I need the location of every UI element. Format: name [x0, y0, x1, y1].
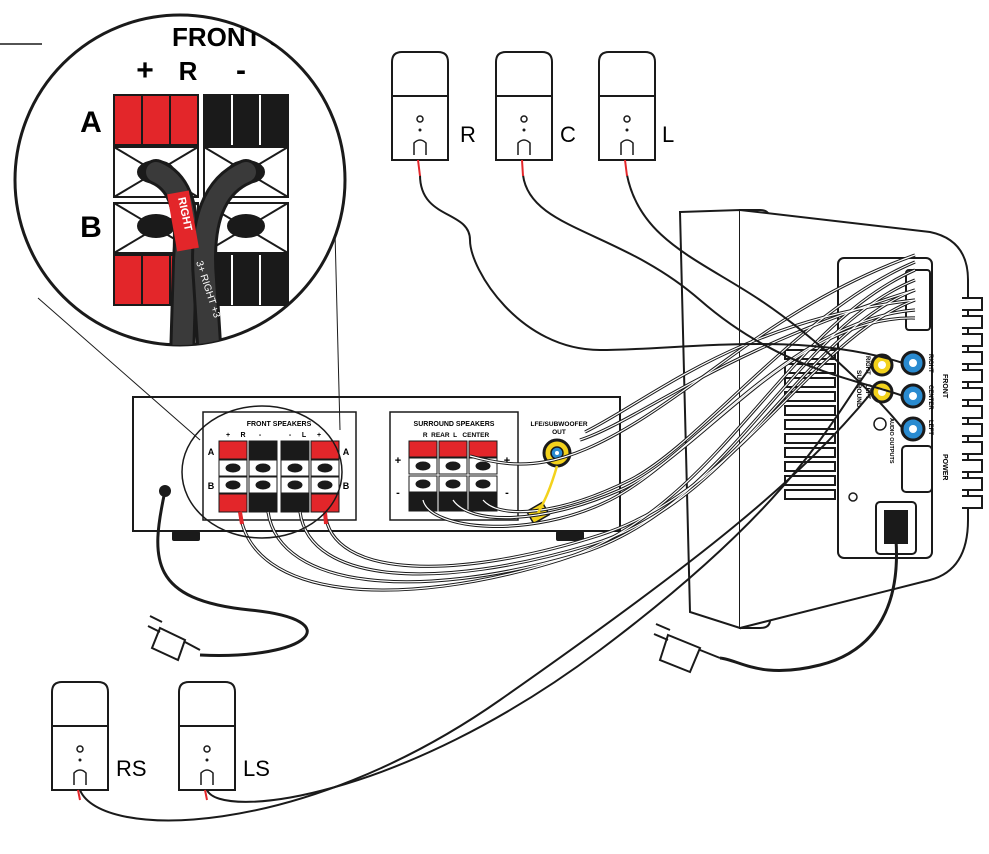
front-row-b-right: B	[343, 481, 350, 491]
rca-jack-front-left[interactable]	[900, 416, 926, 442]
surround-minus-right: -	[505, 487, 509, 499]
label-audio-outputs: AUDIO OUTPUTS	[888, 418, 894, 464]
speaker-center: C	[495, 51, 576, 177]
col-l: L	[302, 432, 307, 439]
col-plus-r: +	[226, 432, 230, 439]
speaker-label-c: C	[560, 122, 576, 147]
speaker-wires	[79, 174, 916, 822]
col-r: R	[240, 432, 245, 439]
magnifier-plus: +	[136, 54, 154, 87]
surround-plus-right: +	[504, 455, 510, 467]
front-row-a-right: A	[343, 447, 350, 457]
speaker-label-ls: LS	[243, 756, 270, 781]
speaker-rear-left: LS	[178, 681, 270, 801]
front-row-b-left: B	[208, 481, 215, 491]
label-surround-left: LEFT	[864, 384, 870, 399]
front-row-a-left: A	[208, 447, 215, 457]
red-wire-marker	[167, 190, 199, 252]
label-center: CENTER	[927, 385, 933, 410]
surround-minus-left: -	[396, 487, 400, 499]
ground-icon	[873, 417, 887, 431]
label-left: LEFT	[927, 420, 933, 435]
magnifier-channel: R	[179, 56, 198, 86]
magnifier-title: FRONT SPEAKERS	[172, 22, 412, 52]
label-power: POWER	[941, 454, 948, 480]
magnifier-row-a: A	[80, 106, 102, 139]
front-terminal-block[interactable]	[218, 440, 340, 513]
label-right: RIGHT	[927, 354, 933, 373]
subwoofer: RIGHT CENTER LEFT FRONT RIGHT LEFT SURRO…	[678, 208, 983, 630]
speaker-label-l: L	[662, 122, 674, 147]
label-surround-right: RIGHT	[864, 356, 870, 375]
col-minus-r: -	[259, 432, 262, 439]
front-speakers-title: FRONT SPEAKERS	[247, 421, 312, 428]
receiver-power-plug	[147, 615, 201, 662]
surround-speakers-title: SURROUND SPEAKERS	[414, 421, 495, 428]
rca-jack-surround-right[interactable]	[870, 353, 894, 377]
surround-plus-left: +	[395, 455, 401, 467]
power-switch[interactable]	[901, 445, 933, 493]
col-plus-l: +	[317, 432, 321, 439]
label-surround: SURROUND	[855, 370, 862, 408]
magnifier-row-b: B	[80, 211, 102, 244]
heatsink-fins	[962, 297, 983, 509]
receiver-foot-right	[556, 531, 584, 541]
speaker-rear-right: RS	[51, 681, 147, 801]
speaker-front-right: R	[391, 51, 476, 177]
subwoofer-power-plug	[653, 623, 721, 674]
rca-jack-front-center[interactable]	[900, 383, 926, 409]
zoom-target-ring	[181, 405, 343, 539]
receiver-foot-left	[172, 531, 200, 541]
lfe-label: LFE/SUBWOOFER	[530, 421, 587, 428]
speaker-label-rs: RS	[116, 756, 147, 781]
rca-jack-front-right[interactable]	[900, 350, 926, 376]
surround-columns: R REAR L CENTER	[423, 432, 490, 439]
col-minus-l: -	[289, 432, 292, 439]
lfe-out-label: OUT	[552, 429, 566, 436]
magnifier-minus: -	[236, 54, 246, 87]
magnifier-callout: FRONT SPEAKERS + R - A B	[0, 13, 412, 539]
speaker-front-left: L	[598, 51, 674, 177]
speaker-label-r: R	[460, 122, 476, 147]
label-front: FRONT	[941, 374, 948, 399]
